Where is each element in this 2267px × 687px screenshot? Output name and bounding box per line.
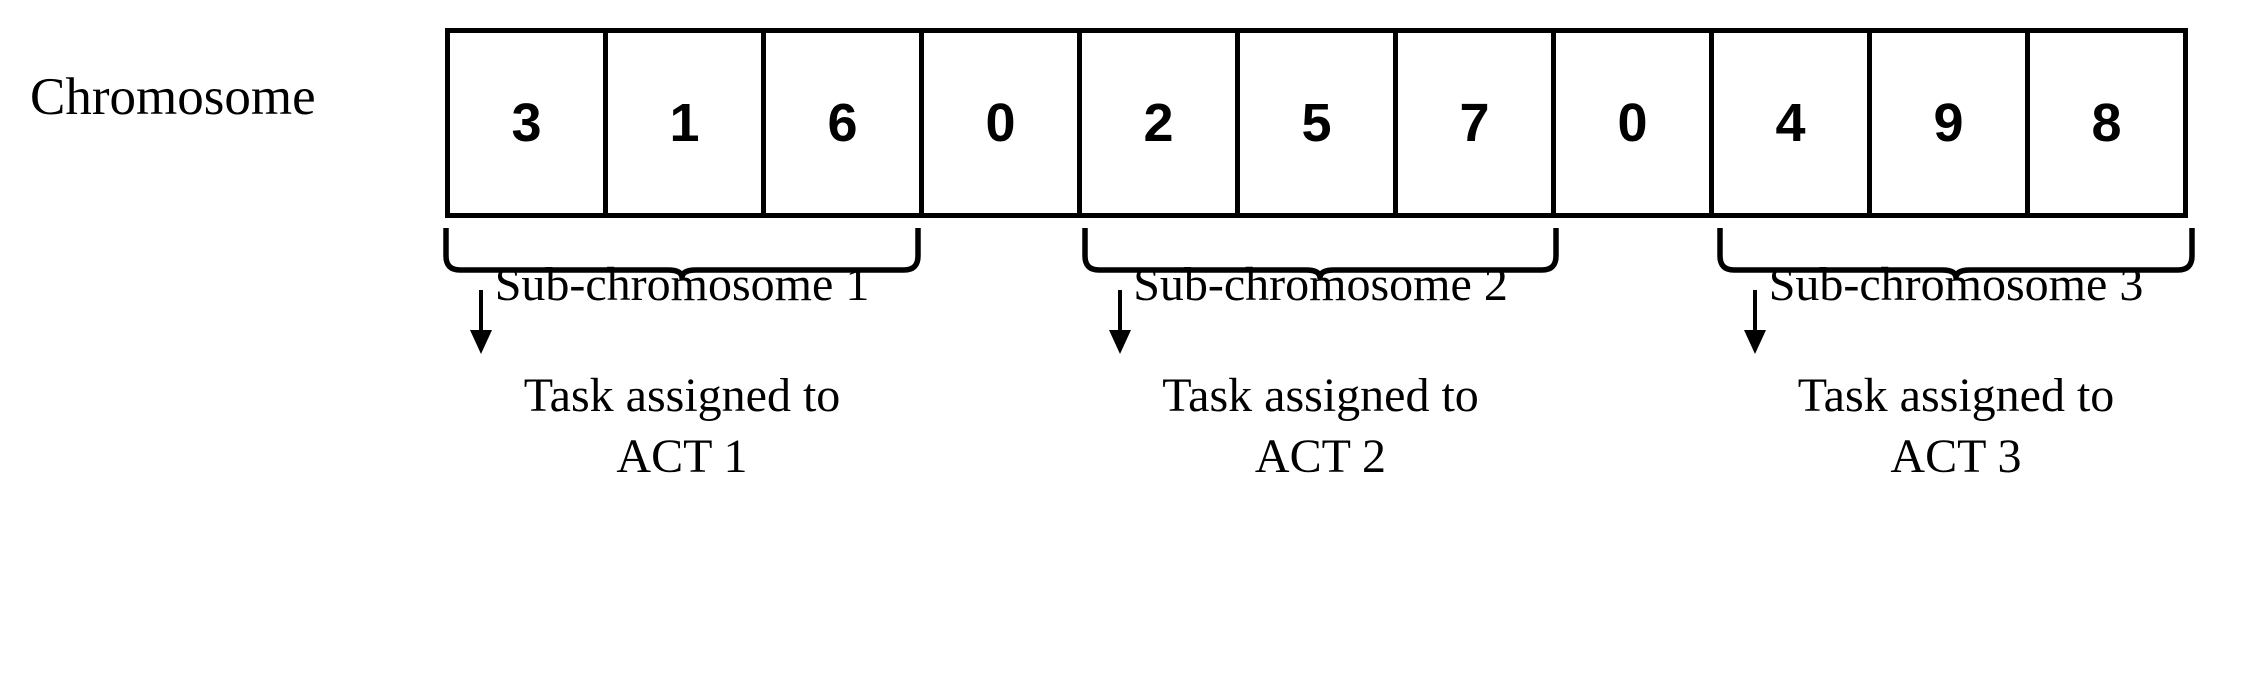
- sub-chromosome-label-2: Sub-chromosome 2: [1082, 228, 1559, 314]
- sub-chromosome-label-3: Sub-chromosome 3: [1717, 228, 2195, 314]
- gene-cell: 8: [2030, 33, 2188, 213]
- brace-group-2: [1082, 226, 1559, 280]
- gene-cell: 9: [1872, 33, 2030, 213]
- gene-cell: 3: [450, 33, 608, 213]
- chromosome-row-label: Chromosome: [30, 68, 316, 126]
- task-text-1: Task assigned to ACT 1: [443, 365, 921, 487]
- gene-cell: 2: [1082, 33, 1240, 213]
- gene-cell-separator: 0: [1556, 33, 1714, 213]
- sub-chromosome-label-3-text: Sub-chromosome 3: [1768, 258, 2144, 311]
- task-line-1: Task assigned to: [1797, 369, 2115, 422]
- task-line-2: ACT 2: [1254, 430, 1387, 483]
- task-line-2: ACT 3: [1890, 430, 2022, 483]
- down-arrow-icon-2: [1100, 290, 1140, 356]
- down-arrow-icon-3: [1735, 290, 1775, 356]
- brace-group-1: [443, 226, 921, 280]
- sub-chromosome-label-2-text: Sub-chromosome 2: [1133, 258, 1508, 311]
- down-arrow-icon-1: [461, 290, 501, 356]
- gene-cell: 6: [766, 33, 924, 213]
- chromosome-strip: 3 1 6 0 2 5 7 0 4 9 8: [445, 28, 2188, 218]
- brace-group-3: [1717, 226, 2195, 280]
- gene-cell: 7: [1398, 33, 1556, 213]
- sub-chromosome-label-1-text: Sub-chromosome 1: [494, 258, 870, 311]
- gene-cell-separator: 0: [924, 33, 1082, 213]
- task-line-1: Task assigned to: [523, 369, 841, 422]
- task-line-2: ACT 1: [616, 430, 748, 483]
- task-text-3: Task assigned to ACT 3: [1717, 365, 2195, 487]
- task-text-2: Task assigned to ACT 2: [1082, 365, 1559, 487]
- sub-chromosome-label-1: Sub-chromosome 1: [443, 228, 921, 314]
- task-line-1: Task assigned to: [1162, 369, 1479, 422]
- gene-cell: 1: [608, 33, 766, 213]
- gene-cell: 4: [1714, 33, 1872, 213]
- gene-cell: 5: [1240, 33, 1398, 213]
